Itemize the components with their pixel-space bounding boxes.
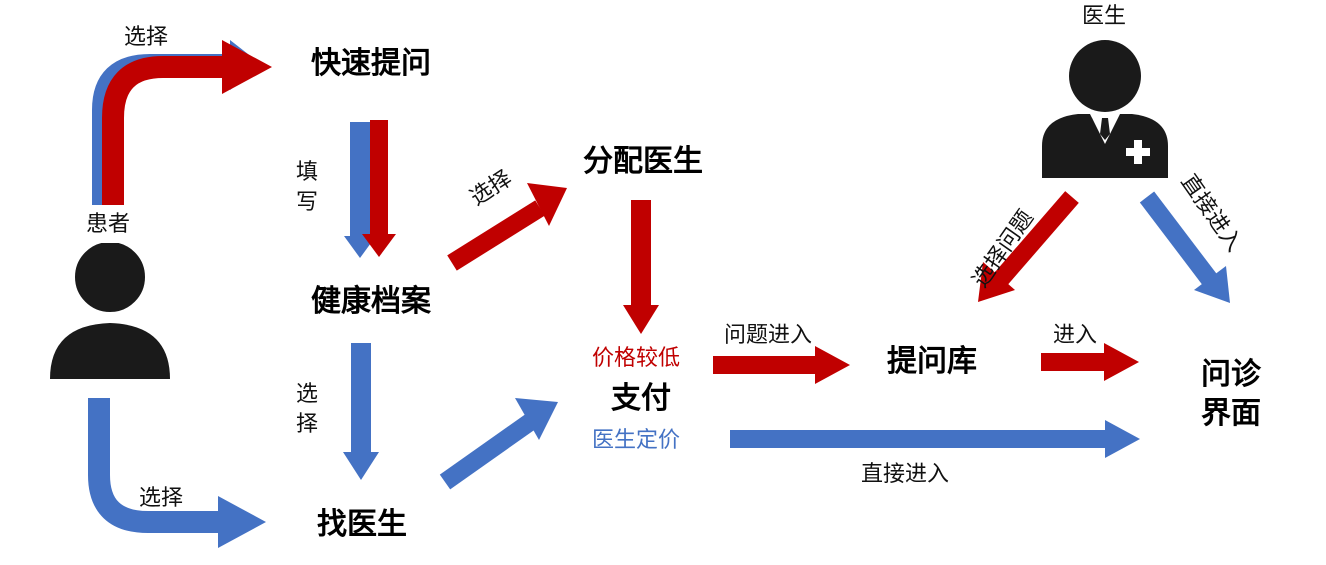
arrow-doctor-to-bank-head [978,262,1015,302]
label-question-enter: 问题进入 [724,323,813,348]
arrow-find-to-pay-head [515,398,558,440]
arrow-bank-to-consult-head [1104,343,1139,381]
arrow-doctor-to-bank [993,191,1079,286]
node-assign-doctor: 分配医生 [583,144,703,179]
label-enter: 进入 [1053,323,1098,348]
arrow-assign-to-pay-head [623,305,659,334]
label-direct-enter-bottom: 直接进入 [861,462,950,487]
node-consult-line1: 问诊 [1201,357,1261,392]
label-fill-in: 填写 [296,160,319,215]
label-select-vert: 选择 [296,382,319,437]
arrow-pay-to-consult-head [1105,420,1140,458]
doctor-icon [1042,40,1168,178]
node-quick-question: 快速提问 [311,46,431,81]
arrow-patient-to-quick-red-head [222,40,272,94]
label-lower-price: 价格较低 [592,346,681,371]
node-consult-line2: 界面 [1201,396,1261,431]
patient-label: 患者 [86,212,131,237]
arrow-patient-to-find [88,398,230,533]
arrow-quick-to-record-red-head [362,234,396,257]
node-payment: 支付 [611,381,671,416]
node-health-record: 健康档案 [311,284,431,319]
arrow-doctor-to-consult [1139,191,1218,286]
arrow-pay-to-bank-head [815,346,850,384]
label-select-bottom: 选择 [139,486,184,511]
arrow-patient-to-quick-red [102,56,235,205]
arrow-find-to-pay [439,414,536,490]
arrow-record-to-find-head [343,452,379,480]
node-find-doctor: 找医生 [317,507,407,542]
doctor-label: 医生 [1082,4,1127,29]
arrow-doctor-to-consult-head [1194,266,1230,303]
label-doctor-price: 医生定价 [592,428,681,453]
label-select-top: 选择 [124,25,169,50]
patient-icon [50,243,170,379]
arrow-record-to-assign [447,200,545,271]
arrow-record-to-assign-head [527,183,567,226]
node-question-bank: 提问库 [887,344,977,379]
arrow-patient-to-find-head [218,496,266,548]
